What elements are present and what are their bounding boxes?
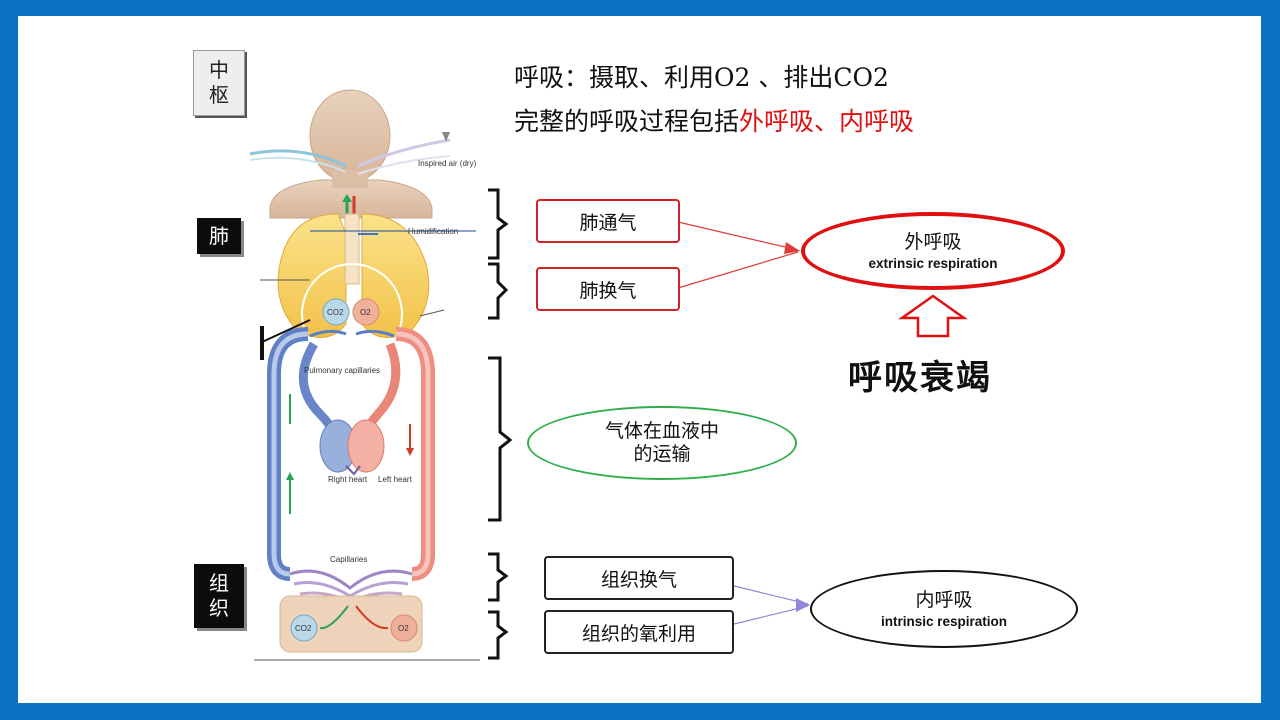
label-o2-lung: O2 <box>360 308 371 317</box>
braces-and-connectors <box>488 188 810 660</box>
label-co2-tissue: CO2 <box>295 624 312 633</box>
gas-transport-line-2: 的运输 <box>633 443 691 465</box>
box-lung-ventilation: 肺通气 <box>536 199 680 243</box>
label-right-heart: Right heart <box>328 475 368 484</box>
label-capillaries: Capillaries <box>330 555 367 564</box>
label-o2-tissue: O2 <box>398 624 409 633</box>
brace-lung-exchange <box>488 262 509 320</box>
brace-gas-transport <box>488 356 513 522</box>
brace-lung-ventilation <box>488 188 509 260</box>
oval-gas-transport: 气体在血液中 的运输 <box>527 406 797 480</box>
oval-internal-respiration: 内呼吸 intrinsic respiration <box>810 570 1078 648</box>
side-label-center: 中 枢 <box>193 50 245 116</box>
gas-transport-line-1: 气体在血液中 <box>604 420 719 443</box>
side-label-lung: 肺 <box>197 218 241 254</box>
circulation-loop <box>267 327 435 581</box>
brace-tissue-oxygen <box>488 610 509 660</box>
header-line-2-highlight: 外呼吸、内呼吸 <box>739 107 915 136</box>
label-inspired-air: Inspired air (dry) <box>418 159 477 168</box>
label-respiratory-failure: 呼吸衰竭 <box>848 358 992 398</box>
label-left-heart: Left heart <box>378 475 413 484</box>
label-pulmonary-capillaries: Pulmonary capillaries <box>304 366 380 375</box>
header-line-2: 完整的呼吸过程包括外呼吸、内呼吸 <box>514 102 914 138</box>
external-respiration-en: extrinsic respiration <box>868 255 998 271</box>
internal-respiration-en: intrinsic respiration <box>880 613 1008 629</box>
lungs <box>277 213 430 338</box>
head-figure <box>269 89 433 219</box>
brace-tissue-exchange <box>488 552 509 602</box>
respiration-illustration: Inspired air (dry) Humidification CO2 O2… <box>250 89 480 661</box>
side-label-tissue: 组 织 <box>194 564 244 628</box>
box-lung-exchange: 肺换气 <box>536 267 680 311</box>
header-line-2-prefix: 完整的呼吸过程包括 <box>514 107 740 136</box>
label-co2-lung: CO2 <box>327 308 344 317</box>
box-tissue-oxygen-use: 组织的氧利用 <box>544 610 734 654</box>
oval-external-respiration: 外呼吸 extrinsic respiration <box>801 212 1065 290</box>
up-arrow-icon <box>898 294 968 338</box>
label-humidification: Humidification <box>408 227 458 236</box>
internal-respiration-cn: 内呼吸 <box>915 589 973 612</box>
header-line-1: 呼吸：摄取、利用O2 、排出CO2 <box>514 63 889 92</box>
box-tissue-exchange: 组织换气 <box>544 556 734 600</box>
external-respiration-cn: 外呼吸 <box>904 231 962 254</box>
